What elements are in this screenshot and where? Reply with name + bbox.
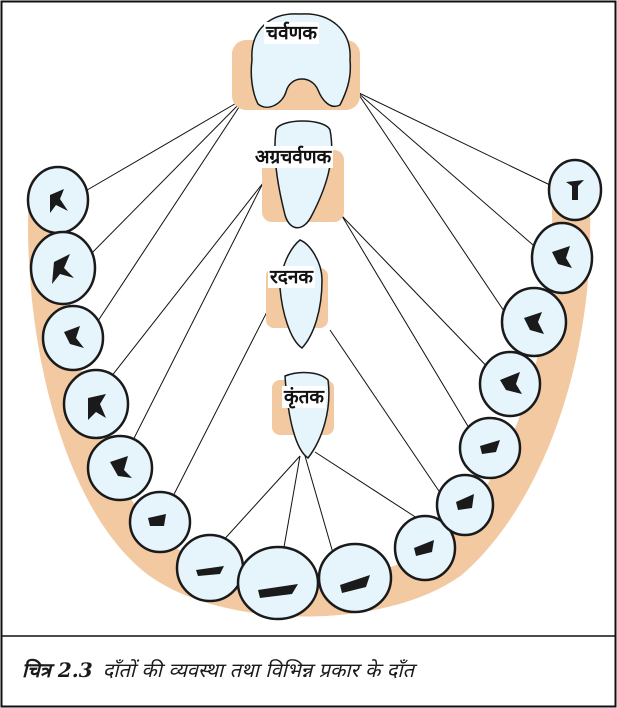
premolar-tooth-illustration xyxy=(262,121,344,228)
figure-caption: चित्र 2.3 दाँतों की व्यवस्था तथा विभिन्न … xyxy=(22,656,602,683)
figure-number: चित्र 2.3 xyxy=(22,658,93,682)
incisor-label: कृंतक xyxy=(282,386,326,408)
figure-caption-text: दाँतों की व्यवस्था तथा विभिन्न प्रकार के… xyxy=(103,658,414,682)
canine-label: रदनक xyxy=(268,266,315,288)
canine-tooth-illustration xyxy=(266,240,328,348)
molar-label: चर्वणक xyxy=(264,22,319,44)
premolar-label: अग्रचर्वणक xyxy=(253,146,333,168)
